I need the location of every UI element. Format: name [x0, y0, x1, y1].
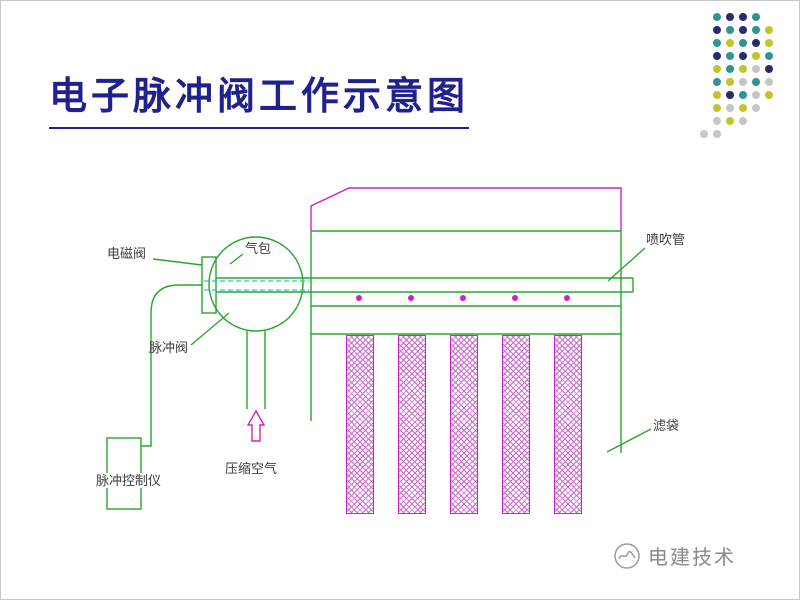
- decor-dot: [739, 26, 747, 34]
- decor-dot: [726, 65, 734, 73]
- air-tank-circle: [208, 236, 304, 332]
- leader-lines: [152, 247, 652, 453]
- decor-dot: [713, 52, 721, 60]
- filter-bag: [554, 335, 582, 514]
- decor-dot: [752, 78, 760, 86]
- control-line: [141, 284, 202, 447]
- decor-dot: [713, 26, 721, 34]
- nozzle-dots: [356, 295, 570, 301]
- decor-dot: [713, 39, 721, 47]
- decor-dot: [726, 13, 734, 21]
- decor-dot: [713, 13, 721, 21]
- decor-dot: [752, 91, 760, 99]
- decor-dot: [713, 104, 721, 112]
- compressed-air-arrow: [246, 409, 266, 442]
- filter-bag: [346, 335, 374, 514]
- decor-dot: [739, 117, 747, 125]
- decor-dot: [765, 52, 773, 60]
- compressed-air-pipe: [246, 331, 266, 409]
- decor-dot: [765, 65, 773, 73]
- top-chamber-outline: [310, 187, 622, 231]
- decor-dot: [752, 52, 760, 60]
- filter-bag: [450, 335, 478, 514]
- decor-dot: [726, 39, 734, 47]
- decor-dot: [765, 26, 773, 34]
- publisher-logo-icon: [614, 542, 640, 569]
- decor-dot: [752, 104, 760, 112]
- decor-dot: [726, 52, 734, 60]
- decor-dot: [713, 117, 721, 125]
- decor-dot: [700, 130, 708, 138]
- decor-dot: [713, 91, 721, 99]
- decor-dot: [739, 104, 747, 112]
- decor-dot: [739, 13, 747, 21]
- decor-dot: [752, 26, 760, 34]
- label-compressed-air: 压缩空气: [225, 461, 278, 476]
- slide-title: 电子脉冲阀工作示意图: [49, 65, 470, 129]
- decor-dot: [739, 65, 747, 73]
- label-blow-pipe: 喷吹管: [646, 232, 686, 247]
- filter-bag: [502, 335, 530, 514]
- decor-dot: [765, 39, 773, 47]
- label-filter-bag: 滤袋: [653, 418, 680, 433]
- decor-dot: [765, 78, 773, 86]
- decor-dot: [726, 78, 734, 86]
- decor-dot: [713, 65, 721, 73]
- decor-dot: [752, 13, 760, 21]
- decor-dot: [726, 91, 734, 99]
- decor-dot: [713, 78, 721, 86]
- decor-dot: [752, 39, 760, 47]
- label-solenoid-valve: 电磁阀: [107, 246, 147, 261]
- decor-dot: [713, 130, 721, 138]
- decor-dot: [765, 91, 773, 99]
- decor-dot: [726, 104, 734, 112]
- decor-dot: [739, 39, 747, 47]
- label-pulse-valve: 脉冲阀: [149, 340, 189, 355]
- decor-dot: [739, 52, 747, 60]
- pipe-interior-dashes: [204, 280, 309, 291]
- decor-dot: [739, 78, 747, 86]
- decor-dot: [739, 91, 747, 99]
- label-pulse-controller: 脉冲控制仪: [94, 473, 164, 488]
- watermark: 电建技术: [613, 541, 736, 570]
- watermark-text: 电建技术: [648, 547, 736, 569]
- decor-dot: [726, 117, 734, 125]
- decor-dot: [752, 65, 760, 73]
- filter-bag: [398, 335, 426, 514]
- dot-grid: [700, 13, 780, 145]
- decor-dot: [726, 26, 734, 34]
- baghouse-casing: [310, 230, 622, 453]
- blow-pipe-lines: [216, 277, 634, 293]
- label-air-tank: 气包: [245, 241, 272, 256]
